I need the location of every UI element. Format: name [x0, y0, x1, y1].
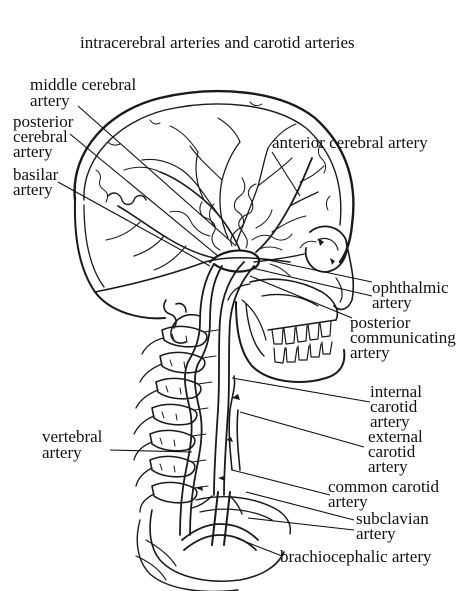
- label-brachiocephalic-artery: brachiocephalic artery: [280, 547, 432, 566]
- diagram-title: intracerebral arteries and carotid arter…: [80, 33, 355, 52]
- label-ophthalmic-artery: ophthalmic artery: [372, 278, 453, 312]
- label-common-carotid-artery: common carotid artery: [328, 477, 443, 511]
- label-posterior-cerebral-artery: posterior cerebral artery: [13, 112, 78, 161]
- label-external-carotid-artery: external carotid artery: [368, 427, 427, 476]
- label-middle-cerebral-artery: middle cerebral artery: [30, 75, 140, 110]
- label-vertebral-artery: vertebral artery: [42, 427, 107, 462]
- cerebral-arteries: [105, 117, 325, 273]
- label-basilar-artery: basilar artery: [13, 165, 63, 199]
- label-subclavian-artery: subclavian artery: [356, 509, 433, 543]
- neck-arteries: [163, 261, 259, 551]
- label-internal-carotid-artery: internal carotid artery: [370, 382, 426, 431]
- skull: [73, 90, 355, 383]
- label-anterior-cerebral-artery: anterior cerebral artery: [272, 133, 428, 152]
- cervical-spine: [133, 325, 219, 513]
- leader-lines: [57, 105, 373, 557]
- rib-cage: [135, 496, 292, 591]
- label-posterior-communicating-artery: posterior communicating artery: [350, 313, 460, 362]
